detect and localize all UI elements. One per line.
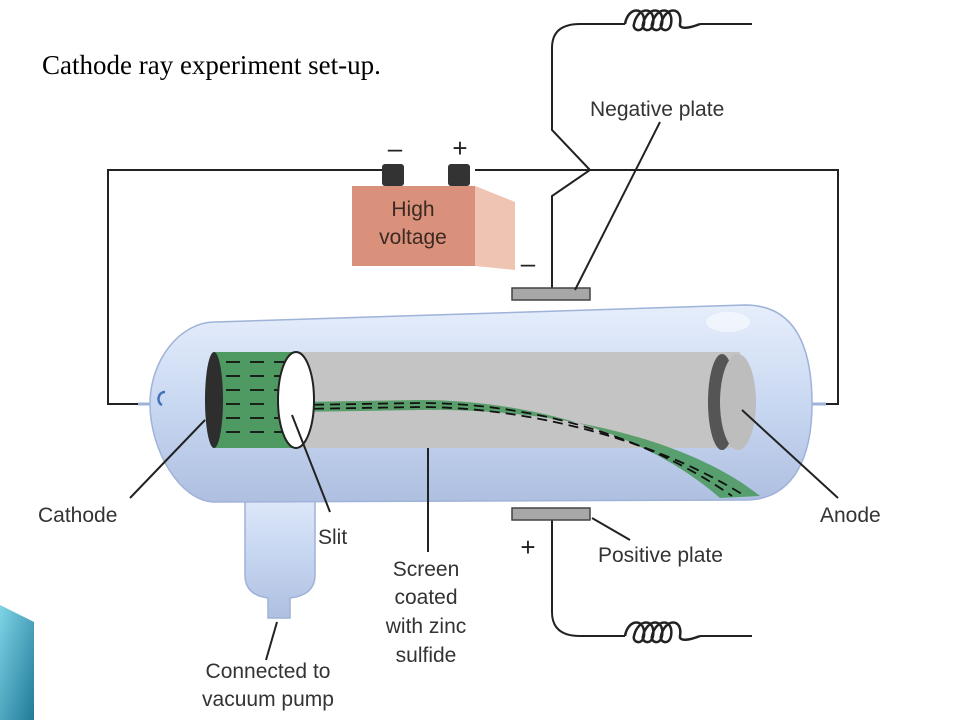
- screen-label: Screen coated with zinc sulfide: [385, 558, 467, 667]
- beam-dashes: [297, 402, 746, 497]
- battery-label-line1: High: [391, 198, 434, 221]
- vacuum-tube: [138, 304, 826, 619]
- screen-label-line3: with zinc: [385, 615, 467, 638]
- leader-slit: [291, 414, 331, 513]
- cathode-wire: [107, 169, 385, 405]
- anode-disk: [720, 354, 756, 450]
- leader-positive: [591, 517, 631, 541]
- screen-label-line4: sulfide: [396, 644, 457, 667]
- leader-vacuum: [265, 621, 278, 661]
- slit-label: Slit: [318, 526, 347, 549]
- positive-plate-sign: +: [520, 532, 535, 562]
- leader-lines: [129, 121, 839, 661]
- leader-negative: [574, 121, 661, 291]
- negative-plate-wire: [551, 23, 625, 289]
- battery-minus-sign: –: [388, 133, 403, 163]
- positive-plate: [511, 507, 591, 521]
- slit-disk: [277, 351, 315, 449]
- vacuum-pump-neck: [244, 477, 316, 619]
- screen-label-line1: Screen: [393, 558, 460, 581]
- screen-label-line2: coated: [394, 586, 457, 609]
- positive-plate-label: Positive plate: [598, 544, 723, 567]
- cathode-hook: [157, 390, 166, 407]
- vacuum-label-line2: vacuum pump: [202, 688, 334, 711]
- zinc-sulfide-screen: [300, 352, 740, 448]
- corner-decoration: [0, 605, 34, 720]
- high-voltage-battery: High voltage – +: [352, 133, 515, 270]
- positive-plate-wire: [551, 519, 625, 637]
- slide-title: Cathode ray experiment set-up.: [42, 50, 381, 80]
- battery-label-line2: voltage: [379, 226, 447, 249]
- cathode-label: Cathode: [38, 504, 117, 527]
- negative-plate-sign: –: [521, 248, 536, 278]
- anode-label: Anode: [820, 504, 881, 527]
- cathode-ray-beam: [296, 400, 760, 498]
- negative-plate-label: Negative plate: [590, 98, 724, 121]
- vacuum-label-line1: Connected to: [206, 660, 331, 683]
- top-coil-icon: [623, 9, 701, 32]
- vacuum-label: Connected to vacuum pump: [202, 660, 334, 711]
- bottom-coil-icon: [623, 621, 701, 644]
- battery-plus-sign: +: [452, 133, 467, 163]
- leader-cathode: [129, 419, 206, 499]
- negative-plate: [511, 287, 591, 301]
- leader-anode: [741, 409, 839, 499]
